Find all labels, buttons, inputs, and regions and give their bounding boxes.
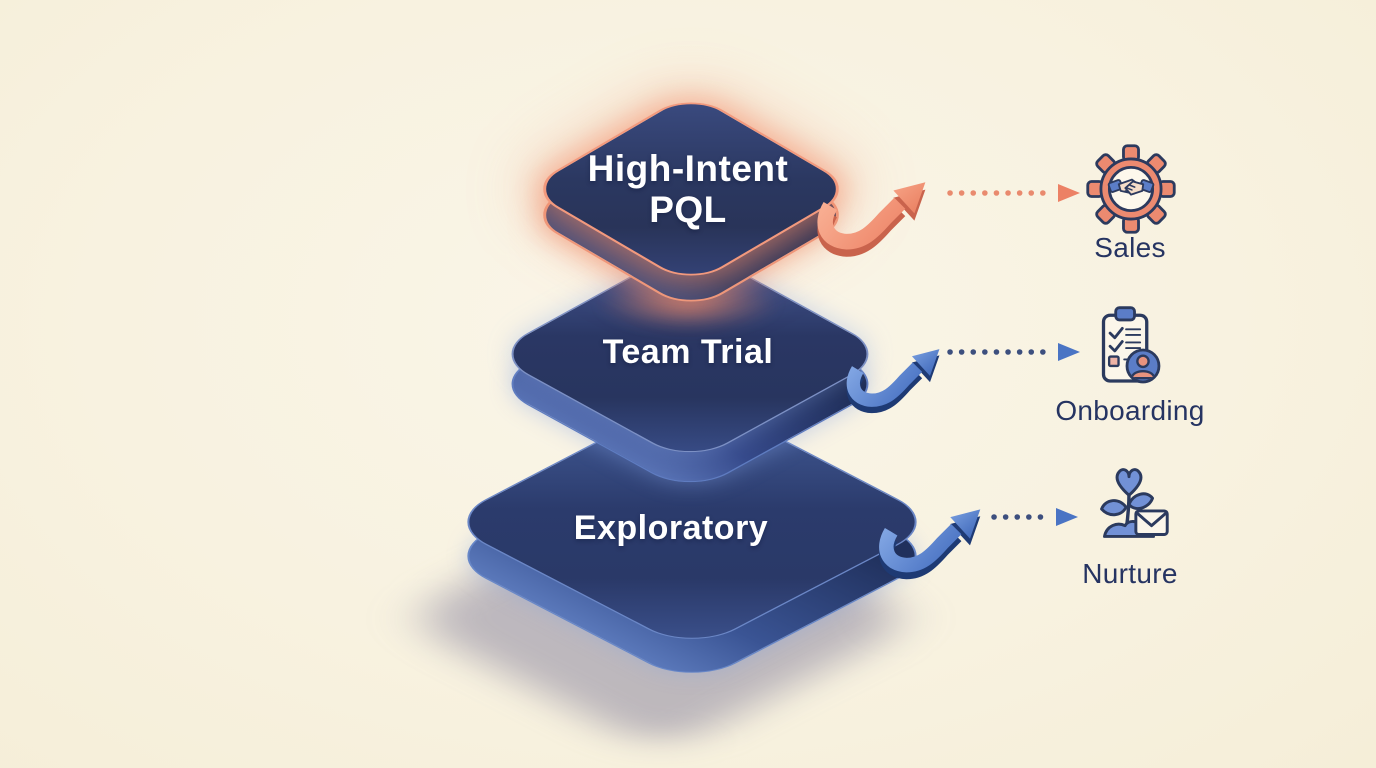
sales-dotted-connector (947, 184, 1080, 202)
plant-heart-mail-icon (1100, 468, 1169, 538)
sales-curved-arrow-icon (817, 182, 926, 257)
onboarding-label: Onboarding (1055, 395, 1205, 426)
high-intent-pql-label-line2: PQL (649, 189, 727, 231)
handshake-glyph (1107, 178, 1155, 196)
gear-handshake-icon (1086, 144, 1176, 234)
nurture-label: Nurture (1082, 558, 1178, 589)
exploratory-label: Exploratory (573, 509, 769, 547)
clipboard-checklist-person-icon (1101, 306, 1161, 384)
high-intent-pql-label-line1: High-Intent (587, 148, 789, 189)
sales-route: Sales (940, 140, 1240, 290)
nurture-route: Nurture (940, 460, 1240, 610)
nurture-dotted-connector (991, 508, 1078, 526)
onboarding-dotted-connector (947, 343, 1080, 361)
sales-label: Sales (1094, 232, 1166, 263)
team-trial-label: Team Trial (602, 333, 774, 371)
onboarding-curved-arrow-icon (846, 349, 940, 414)
nurture-curved-arrow-icon (879, 509, 981, 580)
high-intent-pql-label: High-Intent PQL (538, 148, 838, 231)
onboarding-route: Onboarding (940, 302, 1240, 452)
